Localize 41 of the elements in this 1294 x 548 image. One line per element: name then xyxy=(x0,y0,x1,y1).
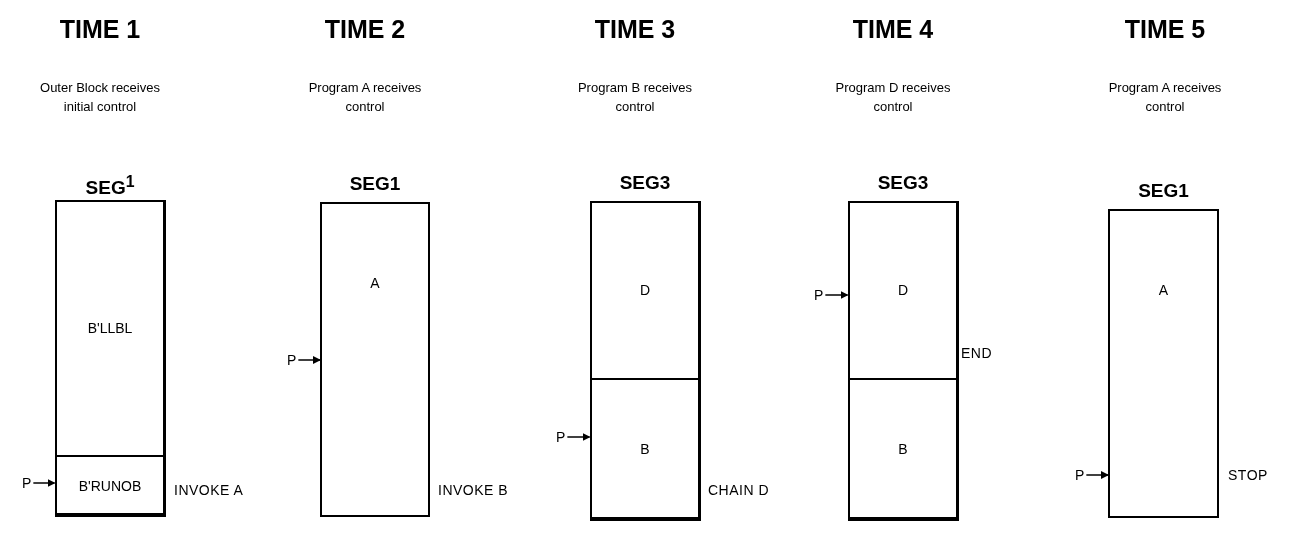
segment-heading: SEG$^{1}$ xyxy=(84,172,136,201)
statement-label: STOP xyxy=(1228,466,1268,484)
time-heading: TIME 4 xyxy=(852,14,934,44)
program-label: B'LLBL xyxy=(87,319,133,338)
segment-heading: SEG1 xyxy=(348,172,402,196)
time-heading: TIME 5 xyxy=(1124,14,1206,44)
memory-region xyxy=(847,377,959,521)
pointer-arrow xyxy=(1085,471,1109,479)
program-label: A xyxy=(370,274,380,292)
time-heading: TIME 3 xyxy=(594,14,676,44)
pointer-arrow xyxy=(566,433,591,441)
pointer-label: P xyxy=(814,286,824,304)
statement-label: INVOKE B xyxy=(438,481,509,499)
statement-label: INVOKE A xyxy=(174,481,244,499)
program-label: D xyxy=(639,281,651,300)
program-label: A xyxy=(1158,281,1169,299)
pointer-label: P xyxy=(556,428,566,446)
segment-heading: SEG3 xyxy=(618,171,672,195)
pointer-label: P xyxy=(287,351,297,369)
memory-region xyxy=(54,454,166,517)
pointer-arrow xyxy=(32,479,56,487)
step-description: Program D receives control xyxy=(834,79,952,116)
statement-label: END xyxy=(961,344,993,362)
time-heading: TIME 1 xyxy=(59,14,141,44)
step-description: Outer Block receives initial control xyxy=(40,79,160,116)
program-label: B'RUNOB xyxy=(78,476,142,495)
pointer-arrow xyxy=(824,291,849,299)
step-description: Program A receives control xyxy=(1107,79,1223,116)
program-label: B xyxy=(640,440,650,459)
pointer-label: P xyxy=(22,474,32,492)
program-label: D xyxy=(897,281,909,300)
time-heading: TIME 2 xyxy=(324,14,406,44)
segment-heading: SEG1 xyxy=(1137,179,1190,203)
step-description: Program A receives control xyxy=(307,79,423,116)
pointer-arrow xyxy=(297,356,321,364)
segment-heading: SEG3 xyxy=(876,171,930,195)
program-label: B xyxy=(898,440,908,459)
step-description: Program B receives control xyxy=(576,79,694,116)
pointer-label: P xyxy=(1075,466,1085,484)
memory-region xyxy=(589,377,701,521)
statement-label: CHAIN D xyxy=(708,481,770,499)
